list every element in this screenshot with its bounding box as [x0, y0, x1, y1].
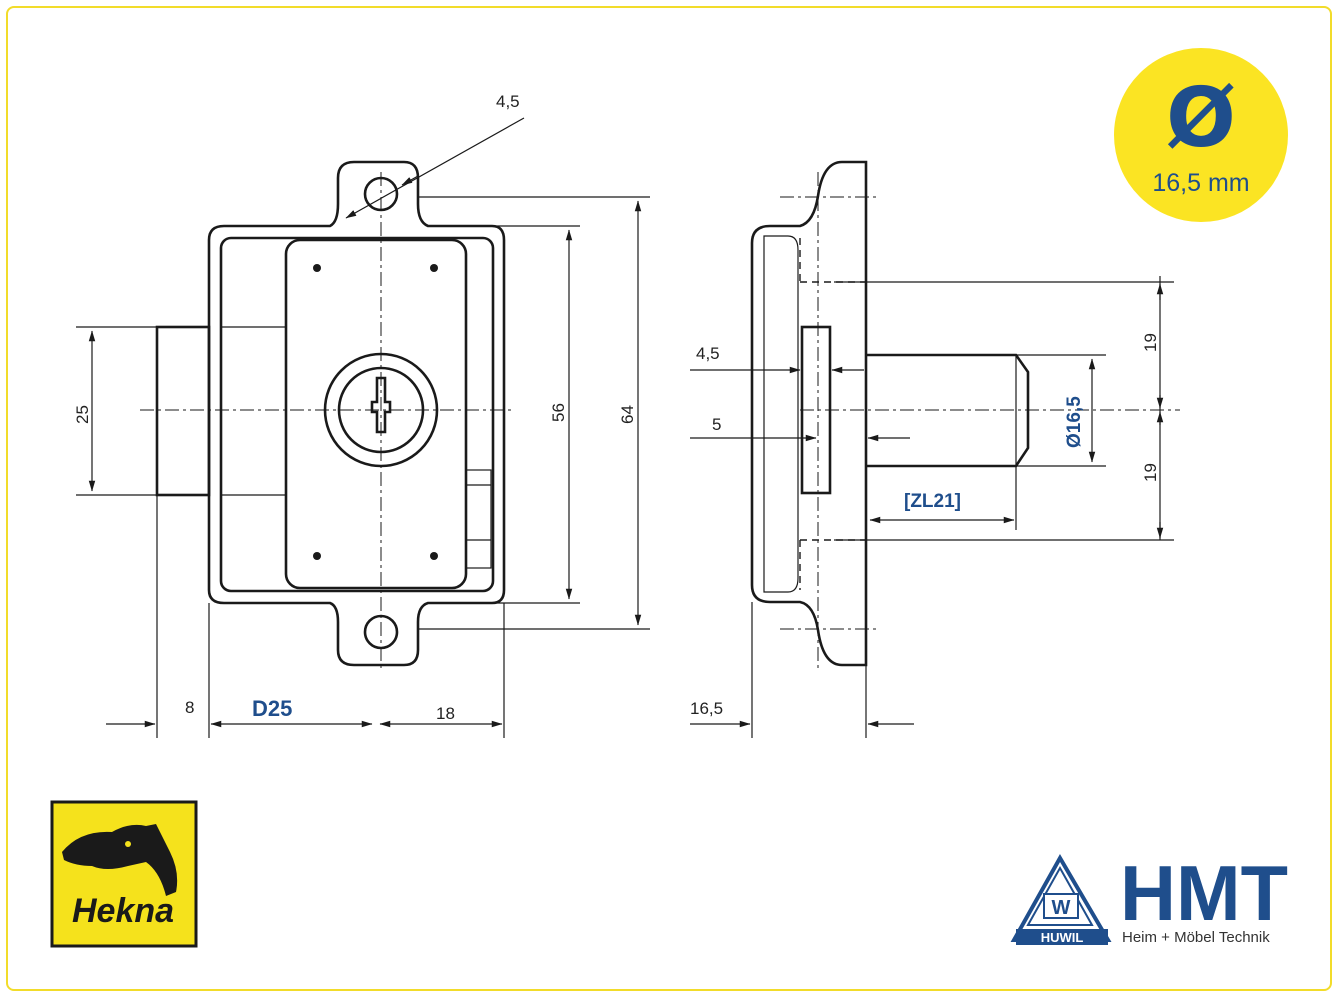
- front-view: 4,5 56 64 25 8 D25 18: [73, 92, 650, 738]
- screw-bottom-left: [313, 552, 321, 560]
- bolt: [155, 325, 211, 497]
- diameter-symbol-icon: Ø: [1166, 71, 1236, 166]
- side-view: 4,5 5 19 19 Ø16,5 [ZL21] 16,5: [690, 160, 1180, 738]
- latch: [465, 469, 492, 569]
- hekna-wordmark: Hekna: [72, 892, 174, 930]
- dim-depth: 16,5: [690, 699, 723, 718]
- dim-bolt-height: 25: [73, 405, 92, 424]
- dim-height-inner: 56: [549, 403, 568, 422]
- dim-backset: D25: [252, 696, 292, 721]
- diameter-badge: Ø 16,5 mm: [1114, 48, 1288, 222]
- dim-hole: 4,5: [496, 92, 520, 111]
- cover-plate: [284, 238, 468, 590]
- badge-value: 16,5 mm: [1152, 169, 1249, 197]
- hmt-wordmark: HMT: [1120, 849, 1288, 937]
- dim-lower: 19: [1141, 463, 1160, 482]
- housing-outline: [750, 160, 868, 667]
- screw-top-right: [430, 264, 438, 272]
- dim-height-outer: 64: [618, 405, 637, 424]
- dim-upper: 19: [1141, 333, 1160, 352]
- dim-key-offset: 5: [712, 415, 721, 434]
- hmt-tagline: Heim + Möbel Technik: [1122, 929, 1270, 946]
- housing-inner: [763, 235, 799, 593]
- huwil-text: HUWIL: [1041, 930, 1084, 945]
- screw-top-left: [313, 264, 321, 272]
- dim-cylinder-diameter: Ø16,5: [1064, 396, 1085, 448]
- dim-offset-left: 8: [185, 698, 194, 717]
- dim-plate-thickness: 4,5: [696, 344, 720, 363]
- screw-bottom-right: [430, 552, 438, 560]
- hekna-logo: Hekna: [50, 800, 198, 948]
- keyway: [370, 376, 392, 434]
- dim-projection: [ZL21]: [904, 491, 961, 512]
- dim-offset-right: 18: [436, 704, 455, 723]
- huwil-letter: W: [1052, 897, 1071, 919]
- hmt-logo: W HUWIL HMT Heim + Möbel Technik: [1010, 849, 1288, 946]
- inner-frame: [219, 236, 495, 593]
- page-border: [6, 6, 1332, 991]
- dog-head-icon: [62, 824, 178, 896]
- badge-circle: [1114, 48, 1288, 222]
